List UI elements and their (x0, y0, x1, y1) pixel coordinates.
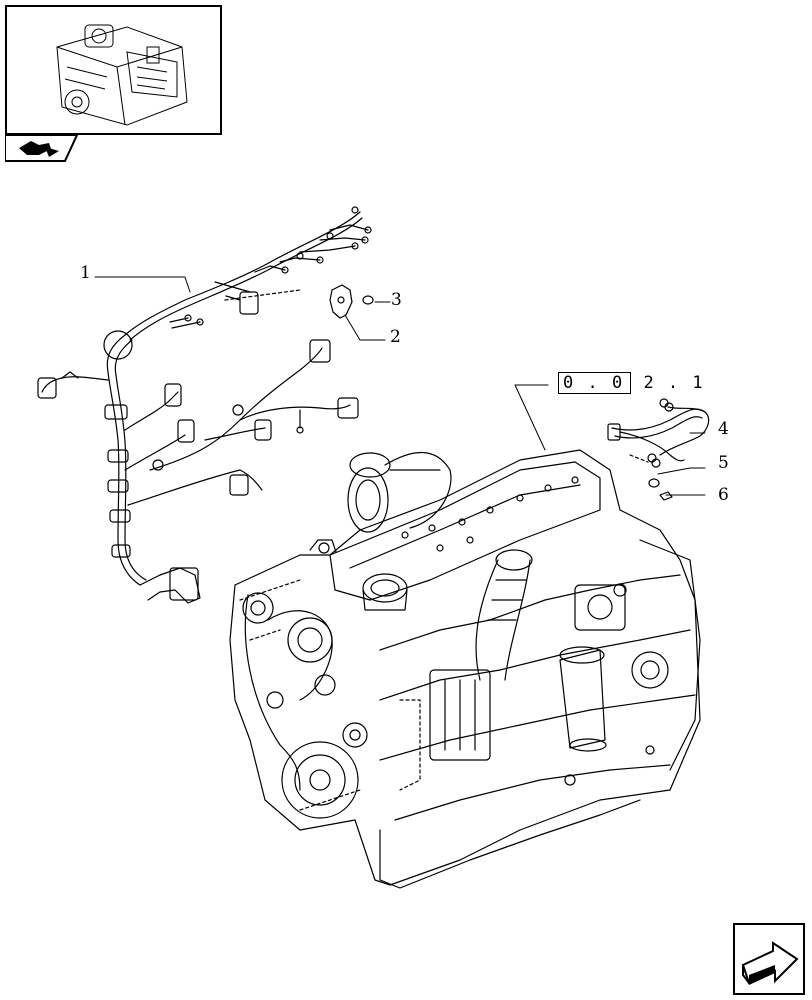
washer[interactable] (648, 478, 660, 488)
reference-subsection: 2 . 1 (643, 373, 705, 393)
callout-2[interactable]: 2 (390, 327, 401, 347)
callout-5[interactable]: 5 (718, 453, 729, 473)
cross-reference[interactable]: 0 . 0 2 . 1 (558, 372, 705, 394)
callout-1[interactable]: 1 (80, 263, 91, 283)
sensor-part[interactable] (329, 284, 353, 319)
reference-section: 0 . 0 (558, 372, 632, 394)
next-page-button[interactable] (733, 923, 805, 995)
callout-6[interactable]: 6 (718, 485, 729, 505)
screw[interactable] (659, 491, 673, 501)
pipe-kit[interactable] (607, 398, 710, 468)
engine-assembly (229, 449, 701, 889)
o-ring-seal[interactable] (362, 295, 374, 305)
wiring-harness[interactable] (37, 206, 372, 604)
book-pointer-icon (4, 134, 79, 162)
engine-thumbnail[interactable] (5, 5, 222, 135)
leader-lines (94, 276, 706, 496)
arrow-next-icon (741, 941, 799, 985)
callout-3[interactable]: 3 (391, 290, 402, 310)
callout-4[interactable]: 4 (718, 419, 729, 439)
thumbnail-engine-icon (56, 24, 188, 126)
catalog-tab[interactable] (4, 134, 85, 167)
